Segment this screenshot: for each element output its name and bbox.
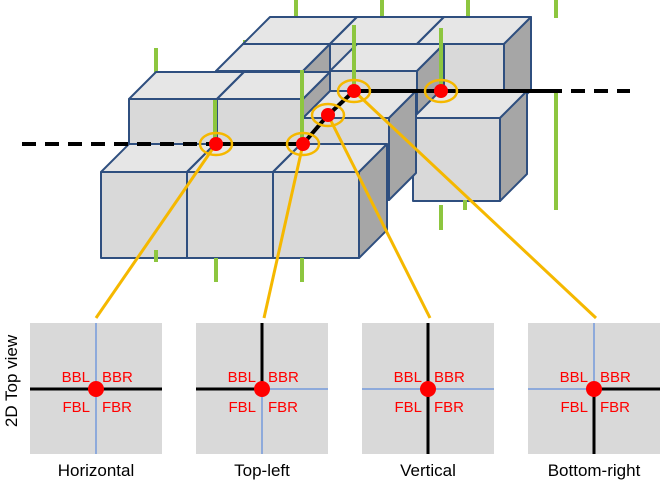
label-bbl: BBL: [228, 369, 256, 386]
side-label: 2D Top view: [2, 334, 21, 427]
label-bbr: BBR: [268, 369, 299, 386]
cube-front: [186, 171, 274, 259]
label-fbr: FBR: [268, 399, 298, 416]
junction-marker: [285, 131, 321, 157]
panel-horizontal: BBL BBR FBL FBR Horizontal: [30, 323, 162, 480]
panel-top-left: BBL BBR FBL FBR Top-left: [196, 323, 328, 480]
junction-ring: [285, 131, 321, 157]
junction-dot: [434, 84, 448, 98]
panel-caption: Vertical: [400, 461, 456, 480]
label-fbl: FBL: [560, 399, 588, 416]
label-bbr: BBR: [102, 369, 133, 386]
center-dot: [586, 381, 602, 397]
panel-caption: Bottom-right: [548, 461, 641, 480]
label-fbl: FBL: [228, 399, 256, 416]
junction-ring: [336, 78, 372, 104]
cube: [412, 90, 528, 202]
junction-marker: [423, 78, 459, 104]
junction-marker: [336, 78, 372, 104]
label-fbl: FBL: [62, 399, 90, 416]
label-fbr: FBR: [434, 399, 464, 416]
label-fbr: FBR: [102, 399, 132, 416]
junction-dot: [296, 137, 310, 151]
center-dot: [254, 381, 270, 397]
connector-line: [352, 89, 598, 320]
junction-ring: [198, 131, 234, 157]
connectors: [94, 89, 598, 320]
junction-marker: [310, 102, 346, 128]
junction-marker: [198, 131, 234, 157]
label-bbr: BBR: [434, 369, 465, 386]
junction-dot: [321, 108, 335, 122]
cube: [272, 143, 388, 259]
label-bbr: BBR: [600, 369, 631, 386]
label-bbl: BBL: [62, 369, 90, 386]
center-dot: [420, 381, 436, 397]
label-fbr: FBR: [600, 399, 630, 416]
panel-caption: Horizontal: [58, 461, 135, 480]
connector-line: [94, 143, 218, 319]
cube-front: [100, 171, 188, 259]
panel-vertical: BBL BBR FBL FBR Vertical: [362, 323, 494, 480]
top-view-panels: BBL BBR FBL FBR Horizontal BBL BBR FBL FBR Top-le…: [30, 323, 660, 480]
junctions: [198, 78, 459, 157]
panel-bottom-right: BBL BBR FBL FBR Bottom-right: [528, 323, 660, 480]
junction-ring: [310, 102, 346, 128]
center-dot: [88, 381, 104, 397]
label-fbl: FBL: [394, 399, 422, 416]
connector-line: [326, 114, 432, 319]
label-bbl: BBL: [560, 369, 588, 386]
junction-dot: [347, 84, 361, 98]
connector-line: [262, 143, 305, 319]
junction-path: [22, 89, 630, 146]
junction-dot: [209, 137, 223, 151]
junction-ring: [423, 78, 459, 104]
label-bbl: BBL: [394, 369, 422, 386]
solid-path: [216, 89, 548, 146]
panel-caption: Top-left: [234, 461, 290, 480]
